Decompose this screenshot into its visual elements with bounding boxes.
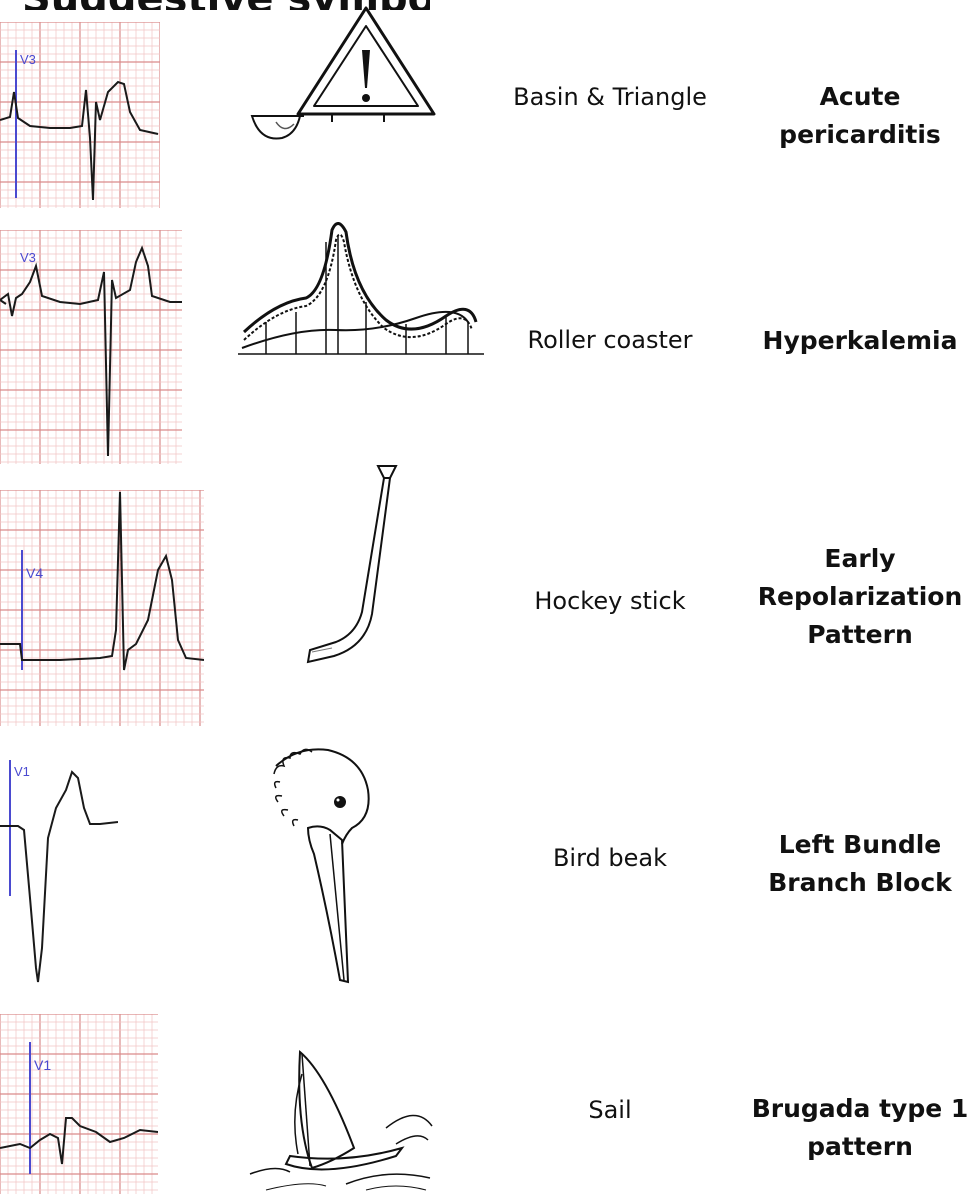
ecg-trace	[0, 80, 159, 201]
basin-triangle-icon	[248, 2, 438, 142]
bird-beak-drawing	[273, 748, 370, 984]
diagnosis-label: Brugada type 1 pattern	[750, 1090, 967, 1166]
diagnosis-line: Pattern	[807, 620, 913, 649]
sail-drawing	[249, 1049, 433, 1191]
ecg-strip-lbbb: V1	[0, 748, 118, 998]
ecg-strip-svg: V1	[0, 1014, 158, 1194]
ecg-strip-hyperkalemia: V3	[0, 230, 182, 464]
ecg-trace	[0, 1117, 158, 1165]
ecg-strip-early-repolarization: V4	[0, 490, 204, 726]
diagnosis-label: Early Repolarization Pattern	[750, 540, 967, 654]
diagnosis-label: Acute pericarditis	[750, 78, 967, 154]
diagnosis-line: pattern	[807, 1132, 913, 1161]
lead-label: V1	[34, 1057, 51, 1073]
roller-coaster-icon	[236, 212, 486, 362]
ecg-trace	[0, 245, 182, 457]
lead-label: V3	[20, 250, 36, 265]
pattern-name: Roller coaster	[527, 326, 693, 354]
ecg-strip-svg: V1	[0, 760, 118, 983]
ecg-strip-pericarditis: V3	[0, 22, 160, 208]
lead-label: V1	[14, 764, 30, 779]
diagnosis-line: Left Bundle	[778, 830, 942, 859]
bird-beak-icon	[268, 744, 388, 994]
ecg-trace	[0, 770, 118, 983]
diagnosis-line: Hyperkalemia	[762, 326, 958, 355]
diagnosis-label: Hyperkalemia	[750, 322, 967, 360]
diagnosis-line: Branch Block	[768, 868, 952, 897]
page-title: Suggestive symbols	[0, 0, 430, 10]
ecg-strip-svg: V3	[0, 230, 182, 464]
lead-label: V4	[26, 565, 43, 581]
pattern-name: Basin & Triangle	[513, 83, 707, 111]
pattern-name: Bird beak	[552, 844, 668, 872]
ecg-trace	[0, 491, 204, 671]
basin-triangle-drawing	[250, 6, 436, 140]
roller-coaster-drawing	[238, 222, 484, 355]
pattern-name: Hockey stick	[534, 587, 686, 615]
diagnosis-label: Left Bundle Branch Block	[750, 826, 967, 902]
diagnosis-line: Repolarization	[757, 582, 963, 611]
lead-label: V3	[20, 52, 36, 67]
sail-icon	[246, 1044, 436, 1194]
ecg-strip-svg: V3	[0, 22, 160, 208]
diagnosis-line: Brugada type 1	[751, 1094, 967, 1123]
pattern-name: Sail	[588, 1096, 632, 1124]
ecg-strip-brugada: V1	[0, 1014, 158, 1194]
ecg-strip-svg: V4	[0, 490, 204, 726]
diagnosis-line: Early	[824, 544, 896, 573]
hockey-stick-drawing	[306, 465, 398, 664]
diagnosis-line: pericarditis	[779, 120, 941, 149]
diagnosis-line: Acute	[819, 82, 901, 111]
hockey-stick-icon	[296, 462, 406, 672]
